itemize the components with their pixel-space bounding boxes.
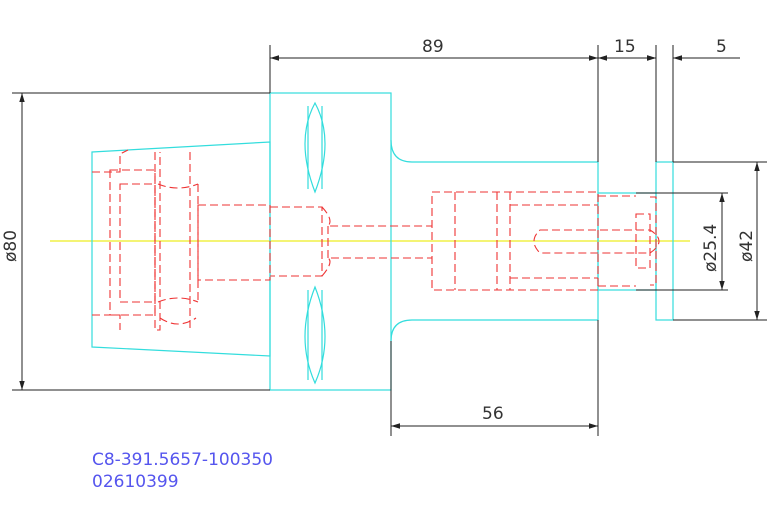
dim-dia25-4 <box>636 192 728 291</box>
dim-15-label: 15 <box>614 37 636 57</box>
dim-89-label: 89 <box>422 37 444 57</box>
keyway-top <box>304 101 326 194</box>
shank-cone <box>91 141 271 357</box>
dim-15 <box>598 45 657 162</box>
hidden-lines <box>92 149 660 331</box>
keyway-bottom-inner <box>307 290 323 380</box>
dim-dia25-4-label: ø25.4 <box>701 224 721 272</box>
keyway-bottom <box>304 285 326 385</box>
dim-5-label: 5 <box>716 37 727 57</box>
dim-89 <box>269 45 599 162</box>
dim-56-label: 56 <box>482 404 504 424</box>
dim-dia42 <box>673 161 767 321</box>
dim-5 <box>642 45 740 162</box>
keyway-top-inner <box>307 106 323 189</box>
part-code: 02610399 <box>92 472 179 492</box>
dim-dia80-label: ø80 <box>1 230 21 262</box>
dim-dia80 <box>12 92 270 391</box>
dim-56 <box>390 320 599 436</box>
part-number: C8-391.5657-100350 <box>92 450 273 470</box>
dim-dia42-label: ø42 <box>737 230 757 262</box>
